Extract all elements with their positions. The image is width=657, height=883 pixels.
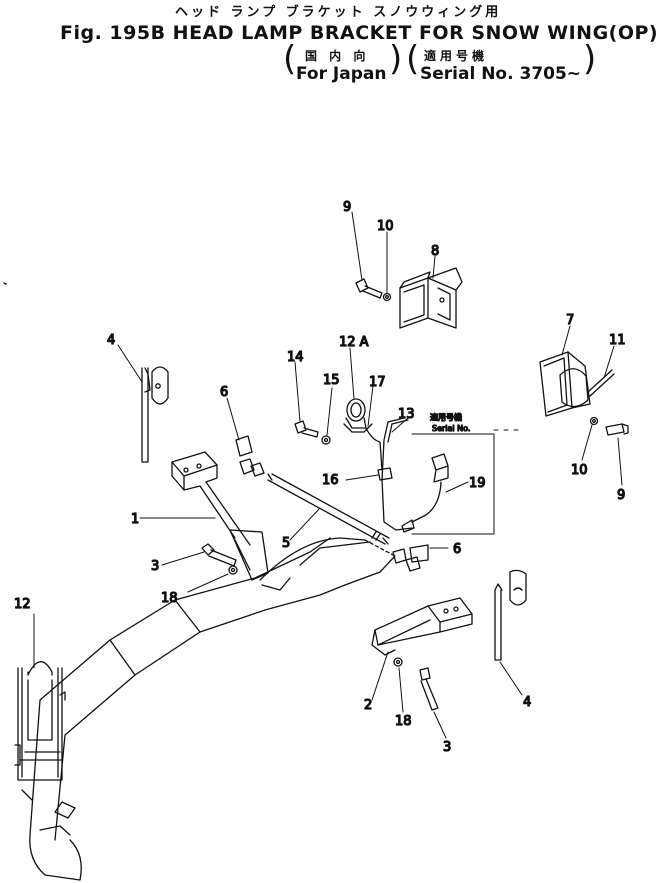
part-12a-lamp [343,398,373,433]
part-10-washer-right [589,416,599,426]
part-6-nut-lower [392,544,429,572]
callout-10-right: 10 [571,463,588,478]
part-13-harness [381,417,413,531]
callout-13: 13 [398,407,415,422]
part-1-bracket-left [171,451,269,581]
part-14-bolt [294,420,319,438]
inset-serial-label: Serial No. [432,424,470,433]
callout-3-left: 3 [151,559,159,574]
snow-wing-frame [21,537,396,881]
paren-close-japan: ) [389,39,403,79]
callout-2: 2 [364,698,372,713]
callout-10-upper: 10 [377,219,394,234]
callout-11: 11 [609,333,626,348]
paren-open-japan: ( [283,39,297,79]
callout-6-upper: 6 [220,385,228,400]
part-4-rod-right [494,569,527,661]
callout-12a: 12 A [339,335,369,350]
part-9-bolt-right [605,423,629,436]
part-11-wire [587,369,615,397]
serial-label: Serial No. 3705~ [420,64,582,84]
part-12-guard [14,661,66,781]
part-15-washer [321,435,331,445]
part-16-clip [377,467,393,481]
callout-17: 17 [369,375,386,390]
callout-15: 15 [323,373,340,388]
callout-8: 8 [431,244,439,259]
japan-label: For Japan [296,64,387,84]
part-19-connector [401,453,449,533]
kana-title: ヘッド ランプ ブラケット スノウウィング用 [175,5,502,20]
part-18-washer-left [228,565,238,575]
part-3-bolt-left [201,543,237,567]
part-18-washer-right [393,657,403,667]
callout-19: 19 [469,476,486,491]
callout-1: 1 [131,512,139,527]
figure-title: Fig. 195B HEAD LAMP BRACKET FOR SNOW WIN… [60,22,657,44]
serial-kanji: 適用号機 [424,49,489,63]
part-4-rod-left [141,366,169,463]
callout-7: 7 [566,313,574,328]
callout-6-lower: 6 [453,542,461,557]
callout-3-right: 3 [443,740,451,755]
callout-5: 5 [282,536,290,551]
callout-18-left: 18 [161,591,178,606]
part-7-mount-box [539,351,591,417]
japan-kanji: 国 内 向 [305,49,370,63]
paren-open-serial: ( [406,39,420,79]
part-17-cable [365,427,383,471]
callout-9-upper: 9 [343,200,351,215]
part-6-nut-upper [235,435,265,477]
paren-close-serial: ) [583,39,597,79]
part-9-bolt-upper [355,278,383,299]
callout-16: 16 [322,473,339,488]
part-3-bolt-right [419,667,439,711]
callout-18-right: 18 [395,714,412,729]
inset-box [411,429,519,535]
inset-kanji: 適用号機 [430,412,462,422]
callout-4-left: 4 [107,333,115,348]
callout-9-right: 9 [617,488,625,503]
part-2-bracket-right [371,597,473,656]
callout-4-right: 4 [523,695,531,710]
part-10-washer-upper [382,292,392,302]
part-8-mount-box [399,267,463,329]
callout-12: 12 [14,597,31,612]
callout-14: 14 [287,350,304,365]
part-5-threaded-rod [267,473,390,545]
